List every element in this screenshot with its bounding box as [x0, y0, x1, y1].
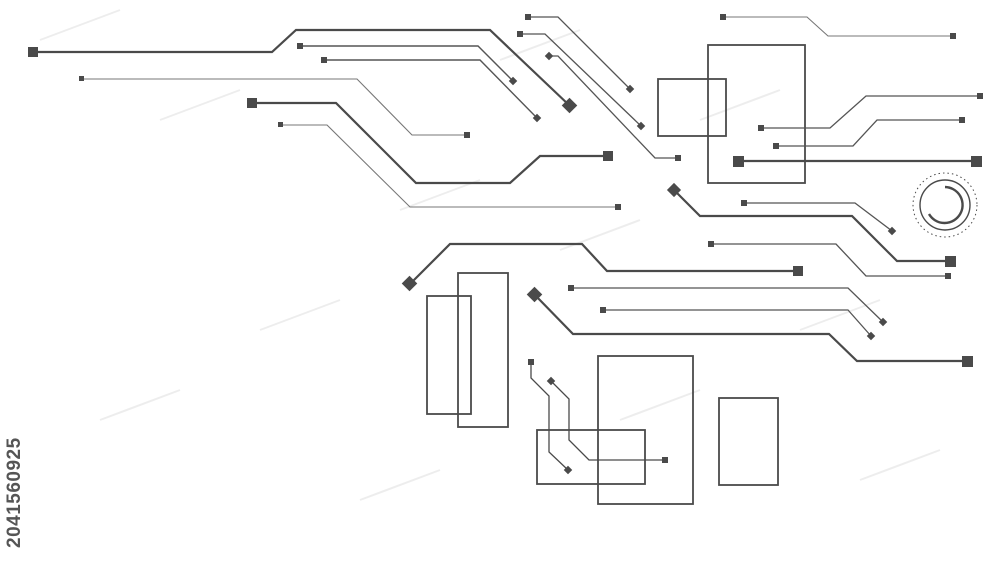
circuit-trace: [761, 95, 980, 129]
square-pad: [945, 273, 951, 279]
component-rectangle: [657, 78, 727, 137]
square-pad: [758, 125, 764, 131]
component-rectangle: [426, 295, 472, 415]
square-pad: [600, 307, 606, 313]
circuit-trace: [776, 119, 962, 147]
square-pad: [971, 156, 982, 167]
square-pad: [950, 33, 956, 39]
square-pad: [773, 143, 779, 149]
pads-lower: [528, 359, 668, 475]
square-pad: [247, 98, 257, 108]
component-rectangle: [536, 429, 646, 485]
square-pad: [708, 241, 714, 247]
component-rectangle: [718, 397, 779, 486]
diamond-pad: [866, 331, 876, 341]
circuit-trace: [323, 59, 538, 119]
square-pad: [278, 122, 283, 127]
square-pad: [741, 200, 747, 206]
diamond-pad: [563, 465, 573, 475]
component-rectangle: [707, 44, 806, 184]
circuit-trace: [673, 189, 950, 263]
circuit-trace: [723, 16, 953, 37]
component-rectangle: [457, 272, 509, 428]
square-pad: [517, 31, 523, 37]
trace-group-upper-middle: [520, 16, 980, 184]
diamond-pad: [878, 317, 888, 327]
circuit-trace: [280, 124, 619, 208]
pads-middle-right: [401, 182, 973, 367]
square-pad: [945, 256, 956, 267]
square-pad: [959, 117, 965, 123]
diamond-pad: [546, 376, 556, 386]
square-pad: [675, 155, 681, 161]
circuit-trace: [571, 287, 884, 323]
square-pad: [28, 47, 38, 57]
circuit-trace: [550, 380, 665, 461]
component-group-lower: [426, 272, 779, 505]
square-pad: [464, 132, 470, 138]
pads-upper-middle: [517, 14, 983, 167]
circuit-trace: [520, 33, 642, 127]
square-pad: [720, 14, 726, 20]
diamond-pad: [544, 51, 554, 61]
square-pad: [79, 76, 84, 81]
circuit-trace: [549, 55, 678, 159]
square-pad: [793, 266, 803, 276]
circuit-trace: [409, 242, 798, 285]
circuit-trace: [31, 28, 572, 108]
trace-group-upper-left: [31, 28, 619, 208]
square-pad: [321, 57, 327, 63]
circuit-trace: [530, 362, 569, 471]
square-pad: [733, 156, 744, 167]
circuit-trace: [81, 78, 468, 136]
square-pad: [525, 14, 531, 20]
square-pad: [615, 204, 621, 210]
circuit-trace: [250, 101, 610, 185]
diamond-pad: [666, 182, 682, 198]
circuit-trace: [711, 243, 948, 277]
circuit-trace: [299, 45, 514, 82]
pads-upper-left: [28, 43, 621, 210]
circuit-trace: [533, 293, 967, 363]
square-pad: [977, 93, 983, 99]
circuit-trace: [603, 309, 872, 337]
square-pad: [297, 43, 303, 49]
square-pad: [662, 457, 668, 463]
square-pad: [962, 356, 973, 367]
circuit-trace: [528, 16, 631, 90]
square-pad: [528, 359, 534, 365]
stock-watermark-pattern: [39, 9, 941, 501]
radial-dial-icon: [912, 172, 978, 238]
stock-image-id: 2041560925: [4, 437, 25, 548]
circuit-trace: [744, 202, 893, 232]
trace-group-middle-right: [409, 189, 967, 363]
square-pad: [603, 151, 613, 161]
square-pad: [568, 285, 574, 291]
